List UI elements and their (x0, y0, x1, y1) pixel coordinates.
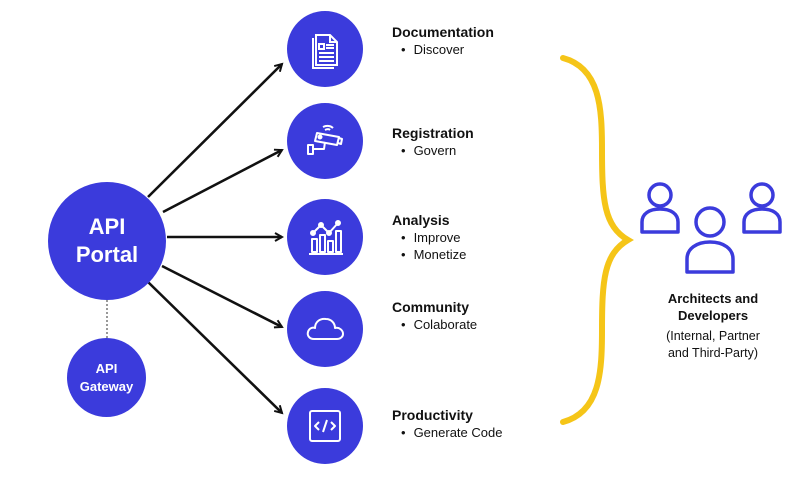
feature-title: Productivity (392, 407, 473, 423)
audience-title-line1: Architects and (667, 291, 759, 306)
grouping-brace (560, 55, 634, 425)
productivity-icon-circle (287, 388, 363, 464)
registration-icon-circle (287, 103, 363, 179)
feature-documentation: Documentation Discover (392, 24, 494, 58)
feature-item: Discover (392, 41, 494, 58)
feature-title: Analysis (392, 212, 450, 228)
feature-title: Community (392, 299, 469, 315)
feature-item: Generate Code (392, 424, 503, 441)
feature-title: Documentation (392, 24, 494, 40)
document-icon (312, 34, 338, 69)
arrow-to-productivity (147, 281, 282, 413)
arrow-to-registration (162, 150, 282, 214)
portal-label-line1: API (88, 214, 126, 239)
audience-title-line2: Developers (677, 308, 749, 323)
feature-item: Colaborate (392, 316, 478, 333)
gateway-label-line2: Gateway (79, 378, 134, 394)
cloud-icon (306, 317, 344, 340)
people-icon (640, 182, 782, 274)
api-gateway-node: API Gateway (67, 338, 146, 417)
audience-block: Architects and Developers (Internal, Par… (638, 290, 788, 362)
analysis-icon-circle (287, 199, 363, 275)
gateway-label-line1: API (95, 360, 118, 376)
feature-analysis: Analysis Improve Monetize (392, 212, 466, 263)
audience-subtitle-line1: (Internal, Partner (666, 329, 760, 343)
feature-item: Improve (392, 229, 466, 246)
arrow-to-documentation (147, 64, 282, 198)
feature-item: Govern (392, 142, 474, 159)
feature-productivity: Productivity Generate Code (392, 407, 502, 441)
community-icon-circle (287, 291, 363, 367)
api-portal-node: API Portal (48, 182, 166, 300)
feature-community: Community Colaborate (392, 299, 477, 333)
audience-subtitle-line2: and Third-Party) (667, 346, 759, 360)
security-camera-icon (307, 124, 343, 155)
feature-title: Registration (392, 125, 474, 141)
arrow-to-community (161, 264, 282, 327)
bar-chart-icon (309, 220, 343, 255)
feature-registration: Registration Govern (392, 125, 474, 159)
feature-item: Monetize (392, 246, 467, 263)
portal-label-line2: Portal (75, 242, 139, 267)
code-icon (309, 410, 341, 442)
documentation-icon-circle (287, 11, 363, 87)
